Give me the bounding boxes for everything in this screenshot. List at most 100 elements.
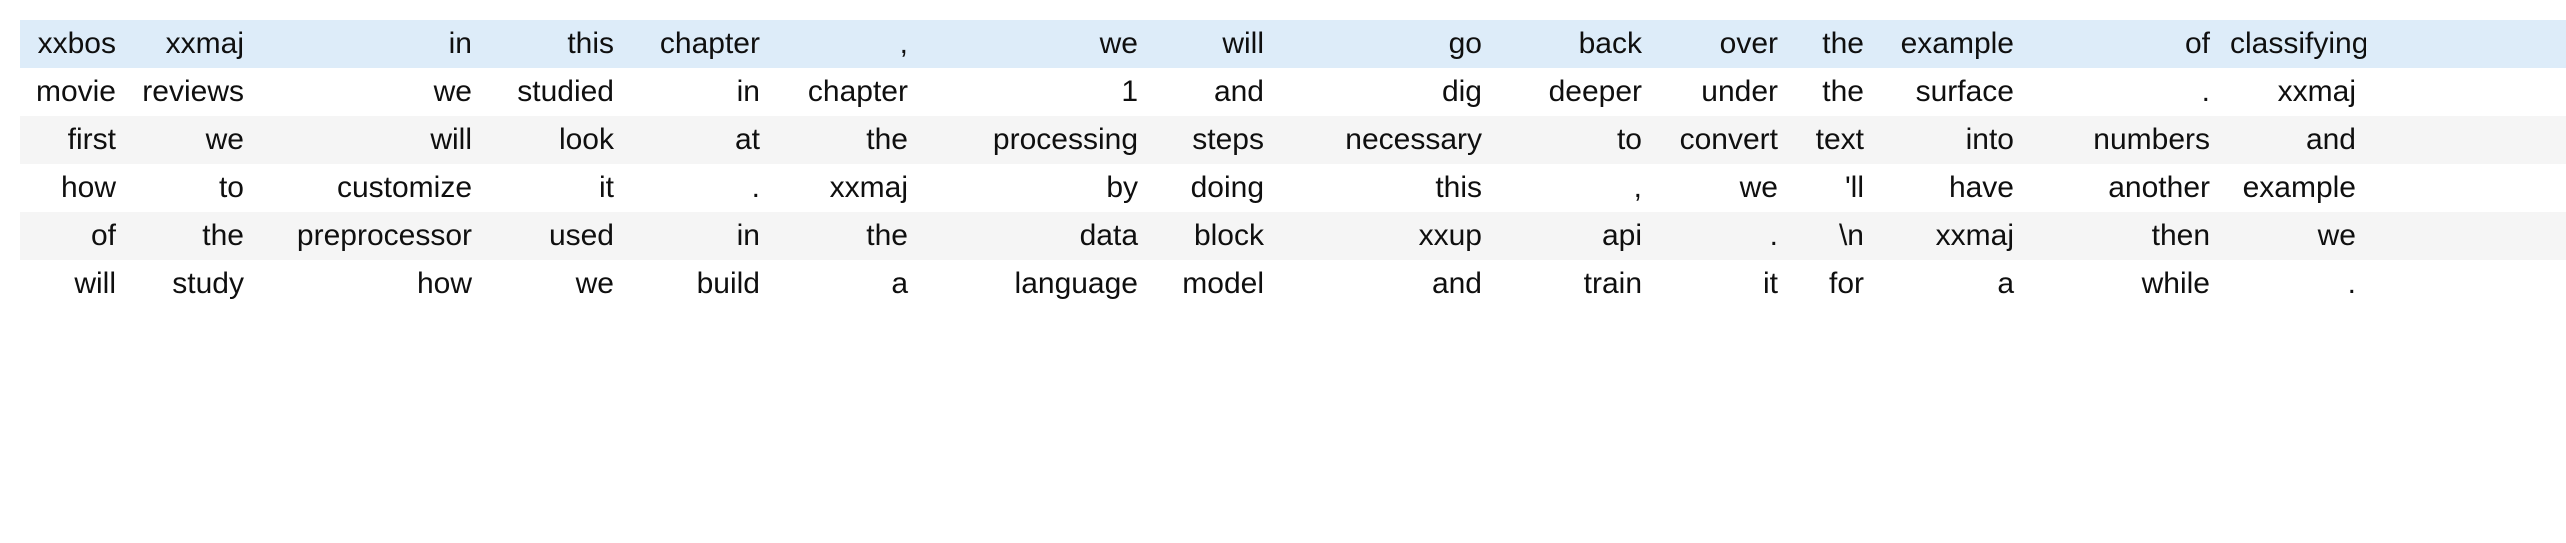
table-cell: block [1148, 212, 1274, 260]
table-cell: customize [254, 164, 482, 212]
table-cell: convert [1652, 116, 1788, 164]
table-cell: xxmaj [126, 20, 254, 68]
table-cell: we [126, 116, 254, 164]
table-cell [2366, 68, 2566, 116]
table-cell: . [2220, 260, 2366, 308]
table-cell: example [1874, 20, 2024, 68]
table-cell: text [1788, 116, 1874, 164]
table-cell: over [1652, 20, 1788, 68]
table-cell: we [254, 68, 482, 116]
table-cell: . [2024, 68, 2220, 116]
table-cell: we [918, 20, 1148, 68]
table-cell: the [1788, 68, 1874, 116]
table-cell: . [624, 164, 770, 212]
table-cell: used [482, 212, 624, 260]
table-cell: studied [482, 68, 624, 116]
table-cell: and [1148, 68, 1274, 116]
table-cell: in [624, 68, 770, 116]
table-cell: classifying [2220, 20, 2366, 68]
table-cell: movie [20, 68, 126, 116]
table-cell: language [918, 260, 1148, 308]
table-cell: this [482, 20, 624, 68]
table-cell [2366, 20, 2566, 68]
table-cell: will [20, 260, 126, 308]
table-cell: how [254, 260, 482, 308]
table-cell: and [1274, 260, 1492, 308]
table-cell: we [482, 260, 624, 308]
table-cell: processing [918, 116, 1148, 164]
table-cell: a [770, 260, 918, 308]
table-cell: doing [1148, 164, 1274, 212]
table-cell: in [624, 212, 770, 260]
table-cell: under [1652, 68, 1788, 116]
table-cell: another [2024, 164, 2220, 212]
table-cell: back [1492, 20, 1652, 68]
table-cell: to [1492, 116, 1652, 164]
table-cell: into [1874, 116, 2024, 164]
table-cell: preprocessor [254, 212, 482, 260]
table-cell: xxmaj [2220, 68, 2366, 116]
table-cell: deeper [1492, 68, 1652, 116]
table-cell: the [770, 212, 918, 260]
table-cell: reviews [126, 68, 254, 116]
table-cell: necessary [1274, 116, 1492, 164]
table-cell: data [918, 212, 1148, 260]
table-cell: chapter [770, 68, 918, 116]
table-cell: it [1652, 260, 1788, 308]
table-cell: xxmaj [1874, 212, 2024, 260]
table-cell: by [918, 164, 1148, 212]
table-cell: then [2024, 212, 2220, 260]
table-cell: steps [1148, 116, 1274, 164]
table-cell [2366, 116, 2566, 164]
table-cell: , [1492, 164, 1652, 212]
table-cell: api [1492, 212, 1652, 260]
table-cell: the [770, 116, 918, 164]
table-cell: and [2220, 116, 2366, 164]
table-cell: model [1148, 260, 1274, 308]
table-cell: will [1148, 20, 1274, 68]
table-cell: xxbos [20, 20, 126, 68]
table-cell: . [1652, 212, 1788, 260]
table-cell: chapter [624, 20, 770, 68]
table-cell: the [126, 212, 254, 260]
table-cell: \n [1788, 212, 1874, 260]
table-cell: example [2220, 164, 2366, 212]
table-cell: while [2024, 260, 2220, 308]
table-cell: 'll [1788, 164, 1874, 212]
table-cell: a [1874, 260, 2024, 308]
table-cell: 1 [918, 68, 1148, 116]
table-cell: have [1874, 164, 2024, 212]
table-cell: in [254, 20, 482, 68]
table-cell: train [1492, 260, 1652, 308]
table-cell [2366, 260, 2566, 308]
table-cell: it [482, 164, 624, 212]
table-cell: look [482, 116, 624, 164]
table-cell: of [20, 212, 126, 260]
table-cell: of [2024, 20, 2220, 68]
table-cell: , [770, 20, 918, 68]
table-cell: at [624, 116, 770, 164]
table-cell: xxup [1274, 212, 1492, 260]
table-cell: numbers [2024, 116, 2220, 164]
table-cell: go [1274, 20, 1492, 68]
table-cell: for [1788, 260, 1874, 308]
table-cell: xxmaj [770, 164, 918, 212]
table-cell: first [20, 116, 126, 164]
table-cell [2366, 212, 2566, 260]
table-cell: surface [1874, 68, 2024, 116]
table-cell: we [2220, 212, 2366, 260]
table-cell: we [1652, 164, 1788, 212]
table-cell [2366, 164, 2566, 212]
table-cell: will [254, 116, 482, 164]
table-cell: study [126, 260, 254, 308]
table-cell: how [20, 164, 126, 212]
